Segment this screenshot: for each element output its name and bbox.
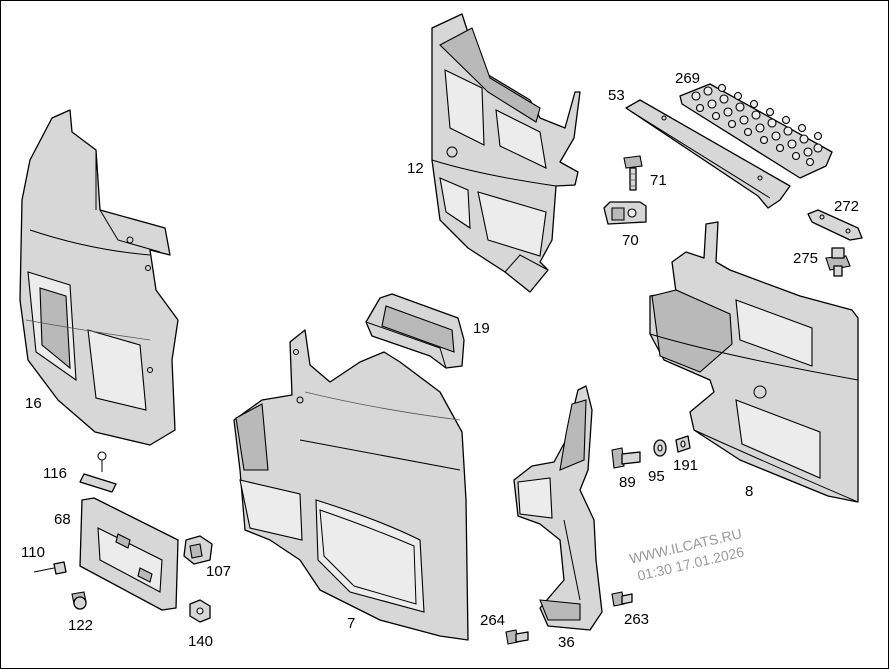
part-8-right-frame[interactable]	[649, 221, 859, 503]
label-68[interactable]: 68	[54, 511, 71, 528]
part-89-bolt[interactable]	[611, 447, 641, 469]
part-71-screw[interactable]	[623, 155, 643, 191]
label-264[interactable]: 264	[480, 612, 506, 629]
part-68-plate-holder[interactable]	[79, 497, 179, 611]
label-110[interactable]: 110	[21, 544, 45, 561]
label-116[interactable]: 116	[43, 465, 67, 482]
part-53-rail[interactable]	[625, 99, 791, 209]
label-36[interactable]: 36	[558, 634, 575, 651]
part-275-bolt[interactable]	[825, 247, 851, 277]
part-16-left-panel[interactable]	[19, 109, 179, 446]
part-116-tube[interactable]	[79, 451, 117, 493]
label-7[interactable]: 7	[347, 615, 356, 632]
label-70[interactable]: 70	[622, 232, 639, 249]
part-264-screw[interactable]	[505, 629, 529, 645]
part-95-washer[interactable]	[653, 439, 667, 457]
label-191[interactable]: 191	[673, 457, 699, 474]
label-122[interactable]: 122	[68, 617, 94, 634]
part-110-pin[interactable]	[33, 561, 67, 575]
label-140[interactable]: 140	[188, 633, 214, 650]
part-12-upper-frame[interactable]	[431, 13, 581, 293]
label-89[interactable]: 89	[619, 474, 636, 491]
label-107[interactable]: 107	[206, 563, 232, 580]
label-12[interactable]: 12	[407, 160, 424, 177]
label-8[interactable]: 8	[745, 483, 754, 500]
label-16[interactable]: 16	[25, 395, 42, 412]
label-272[interactable]: 272	[834, 198, 860, 215]
label-71[interactable]: 71	[650, 172, 667, 189]
part-107-clip[interactable]	[183, 535, 213, 565]
label-275[interactable]: 275	[793, 250, 819, 267]
label-95[interactable]: 95	[648, 468, 665, 485]
part-70-clip-nut[interactable]	[603, 201, 647, 225]
part-272-bracket[interactable]	[807, 209, 863, 241]
plate-holes	[691, 83, 823, 167]
part-7-main-panel[interactable]	[233, 329, 469, 641]
part-263-screw[interactable]	[611, 591, 633, 607]
part-122-rivet[interactable]	[71, 591, 87, 610]
label-19[interactable]: 19	[473, 320, 490, 337]
part-269-perforated-plate[interactable]	[679, 83, 833, 179]
part-191-spacer[interactable]	[675, 435, 691, 453]
part-19-duct[interactable]	[365, 293, 465, 369]
label-269[interactable]: 269	[675, 70, 701, 87]
part-36-bracket[interactable]	[513, 385, 603, 631]
label-53[interactable]: 53	[608, 87, 625, 104]
label-263[interactable]: 263	[624, 611, 650, 628]
part-140-nut[interactable]	[189, 599, 211, 623]
